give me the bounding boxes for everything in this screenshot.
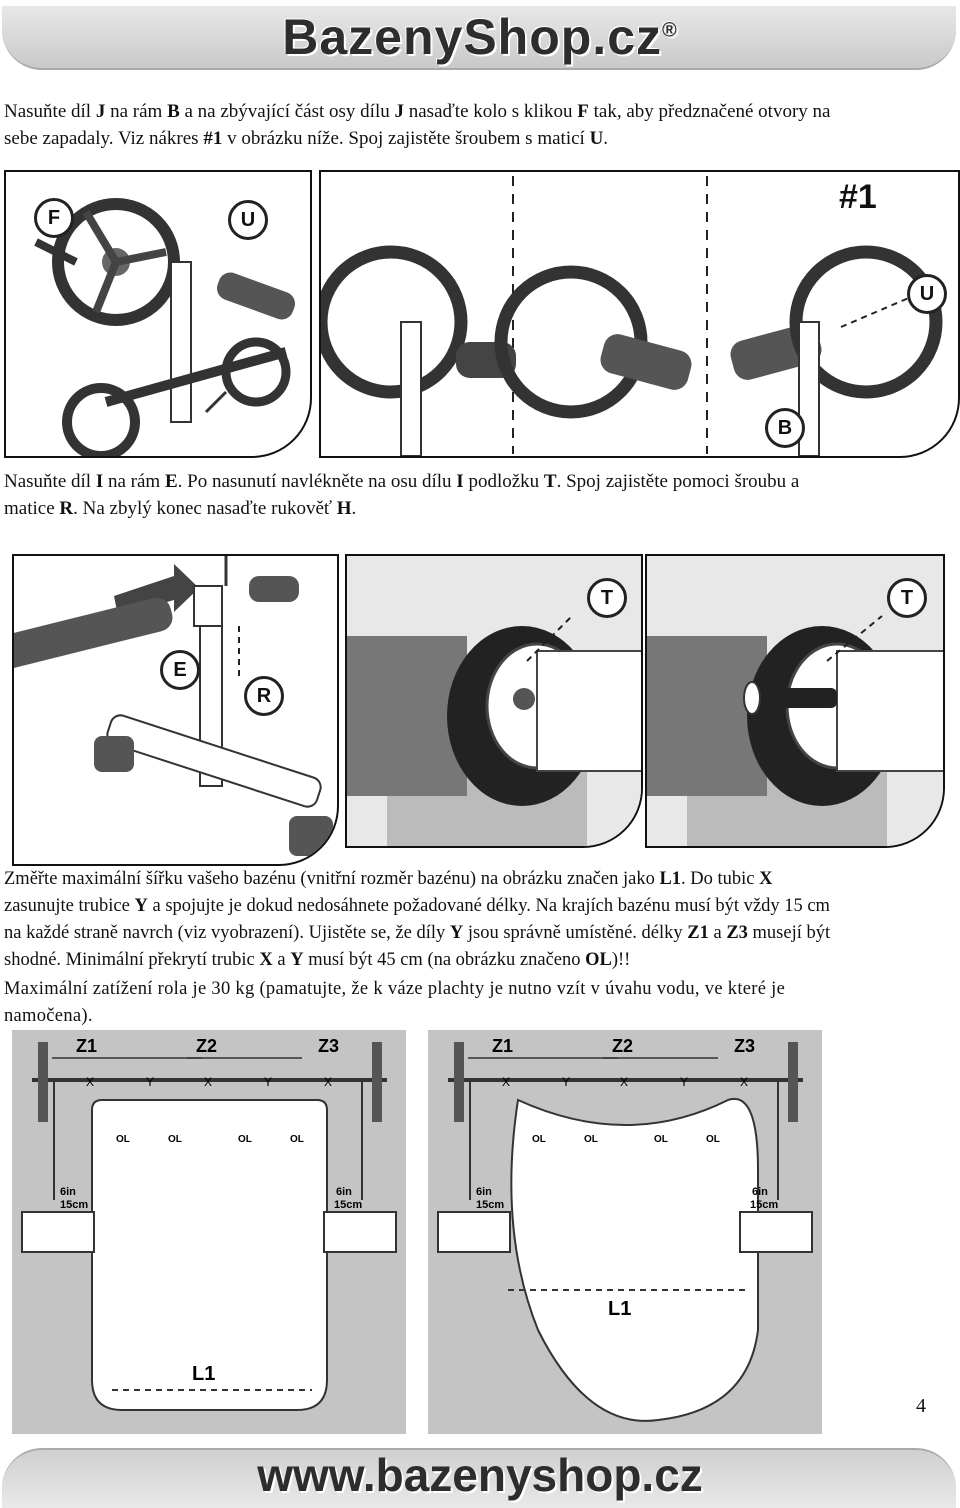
- pool-diagram-rectangular-svg: Z1 Z2 Z3 X Y X Y X OL OL OL OL 6in 15cm …: [12, 1030, 406, 1434]
- label-inch-b1: 6in: [476, 1186, 492, 1198]
- handle-assembly-illustration: [14, 556, 333, 856]
- label-ol-b1: OL: [532, 1134, 546, 1145]
- page-footer: www.bazenyshop.cz: [0, 1440, 960, 1508]
- label-cm-b1: 15cm: [476, 1199, 504, 1211]
- label-ol-3: OL: [238, 1134, 252, 1145]
- step1-line2: sebe zapadaly. Viz nákres #1 v obrázku n…: [4, 128, 609, 149]
- note-line2: namočena).: [4, 1006, 93, 1026]
- figure-wheel-assembly: F U: [4, 170, 312, 458]
- footer-url[interactable]: www.bazenyshop.cz: [257, 1449, 703, 1501]
- step1-text: Nasuňte díl J na rám B a na zbývající čá…: [4, 98, 956, 152]
- label-ol-b2: OL: [584, 1134, 598, 1145]
- label-z3: Z3: [318, 1036, 339, 1056]
- pool-diagram-rectangular: Z1 Z2 Z3 X Y X Y X OL OL OL OL 6in 15cm …: [12, 1030, 406, 1434]
- brand-logo: BazenyShop.cz®: [282, 9, 678, 65]
- label-y-1: Y: [146, 1075, 154, 1089]
- label-inch-1: 6in: [60, 1186, 76, 1198]
- label-l1-1: L1: [192, 1363, 215, 1385]
- label-y-b1: Y: [562, 1075, 570, 1089]
- label-cm-1: 15cm: [60, 1199, 88, 1211]
- assembly-detail-illustration: [321, 176, 943, 456]
- footer-bar: [2, 1448, 956, 1508]
- label-ol-b3: OL: [654, 1134, 668, 1145]
- label-t-badge-2: T: [887, 578, 927, 618]
- label-x-b1: X: [502, 1075, 510, 1089]
- label-cm-b2: 15cm: [750, 1199, 778, 1211]
- load-note: Maximální zatížení rola je 30 kg (pamatu…: [4, 976, 956, 1030]
- label-x-b3: X: [740, 1075, 748, 1089]
- label-r-badge: R: [244, 676, 284, 716]
- label-ol-b4: OL: [706, 1134, 720, 1145]
- label-z1: Z1: [76, 1036, 97, 1056]
- step1-line1: Nasuňte díl J na rám B a na zbývající čá…: [4, 101, 831, 122]
- label-x-b2: X: [620, 1075, 628, 1089]
- label-ref-1: #1: [839, 178, 877, 216]
- pool-diagram-kidney: Z1 Z2 Z3 X Y X Y X OL OL OL OL 6in 15cm …: [428, 1030, 822, 1434]
- header-bar: [2, 6, 956, 70]
- step3-line2: zasunujte trubice Y a spojujte je dokud …: [4, 896, 830, 916]
- washer-detail-illustration-2: [647, 556, 943, 846]
- label-z1-b: Z1: [492, 1036, 513, 1056]
- figure-assembly-detail-1: #1 U B: [319, 170, 960, 458]
- step3-line1: Změřte maximální šířku vašeho bazénu (vn…: [4, 869, 773, 889]
- label-t-badge-1: T: [587, 578, 627, 618]
- label-inch-b2: 6in: [752, 1186, 768, 1198]
- figure-handle-assembly: E R: [12, 554, 339, 866]
- label-inch-2: 6in: [336, 1186, 352, 1198]
- label-cm-2: 15cm: [334, 1199, 362, 1211]
- page-number: 4: [916, 1395, 926, 1417]
- step2-line2: matice R. Na zbylý konec nasaďte rukověť…: [4, 498, 357, 519]
- label-l1-2: L1: [608, 1298, 631, 1320]
- label-x-1: X: [86, 1075, 94, 1089]
- figure-washer-detail-2: T: [645, 554, 945, 848]
- label-e-badge: E: [160, 650, 200, 690]
- label-u-badge: U: [228, 200, 268, 240]
- step3-line3: na každé straně navrch (viz vyobrazení).…: [4, 923, 831, 943]
- label-ol-4: OL: [290, 1134, 304, 1145]
- step3-text: Změřte maximální šířku vašeho bazénu (vn…: [4, 866, 960, 974]
- label-ol-1: OL: [116, 1134, 130, 1145]
- label-x-3: X: [324, 1075, 332, 1089]
- step2-line1: Nasuňte díl I na rám E. Po nasunutí navl…: [4, 471, 800, 492]
- label-z2: Z2: [196, 1036, 217, 1056]
- label-u-badge-2: U: [907, 274, 947, 314]
- pool-diagram-kidney-svg: Z1 Z2 Z3 X Y X Y X OL OL OL OL 6in 15cm …: [428, 1030, 822, 1434]
- figure-washer-detail-1: T: [345, 554, 643, 848]
- wheel-assembly-illustration: [34, 198, 295, 456]
- label-b-badge: B: [765, 408, 805, 448]
- step3-line4: shodné. Minimální překrytí trubic X a Y …: [4, 950, 631, 970]
- note-line1: Maximální zatížení rola je 30 kg (pamatu…: [4, 979, 786, 999]
- label-y-2: Y: [264, 1075, 272, 1089]
- label-f-badge: F: [34, 198, 74, 238]
- label-ol-2: OL: [168, 1134, 182, 1145]
- label-x-2: X: [204, 1075, 212, 1089]
- label-y-b2: Y: [680, 1075, 688, 1089]
- page-header: BazenyShop.cz®: [0, 0, 960, 78]
- label-z3-b: Z3: [734, 1036, 755, 1056]
- label-z2-b: Z2: [612, 1036, 633, 1056]
- step2-text: Nasuňte díl I na rám E. Po nasunutí navl…: [4, 468, 956, 522]
